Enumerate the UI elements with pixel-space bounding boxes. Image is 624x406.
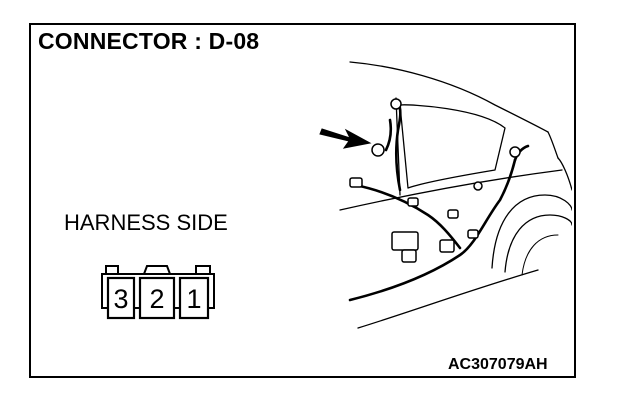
- pin-cell-3: [106, 276, 136, 320]
- connector-upper: [390, 98, 402, 110]
- connector-latch-right: [195, 265, 211, 274]
- rear-pillar-line: [547, 131, 559, 159]
- wiring-harness: [348, 100, 530, 302]
- connector-left: [349, 177, 363, 188]
- wheel-inner: [521, 234, 559, 276]
- connector-center: [447, 209, 459, 219]
- pin-number-2: 2: [149, 284, 164, 314]
- connector-rear: [509, 146, 521, 158]
- harness-main-run: [348, 158, 517, 302]
- connector-face-diagram: 3 2 1: [101, 265, 215, 320]
- lower-sill-line: [357, 269, 539, 329]
- pin-number-3: 3: [113, 284, 128, 314]
- connector-right: [467, 229, 479, 239]
- wheel-arch: [491, 194, 572, 269]
- connector-d08: [371, 143, 385, 157]
- connector-lower: [439, 239, 455, 253]
- pin-cell-1: [178, 276, 210, 320]
- vehicle-location-illustration: [319, 61, 572, 329]
- pin-number-1: 1: [186, 284, 201, 314]
- wheel-outer: [504, 214, 572, 273]
- body-shoulder-line: [339, 169, 563, 211]
- rear-window: [399, 104, 506, 189]
- connector-latch-left: [105, 265, 119, 274]
- connector-grommet: [473, 181, 483, 191]
- harness-connectors: [349, 98, 521, 263]
- harness-side-label: HARNESS SIDE: [64, 210, 228, 235]
- harness-short-branch: [384, 118, 393, 152]
- rear-bumper: [557, 157, 572, 191]
- connector-title: CONNECTOR : D-08: [38, 28, 260, 54]
- connector-latch-center: [143, 265, 171, 275]
- junction-plug: [401, 249, 417, 263]
- figure-code: AC307079AH: [448, 356, 548, 373]
- location-arrow-icon: [319, 128, 372, 149]
- roof-line: [349, 61, 549, 133]
- connector-mid: [407, 197, 419, 207]
- junction-block: [391, 231, 419, 251]
- harness-pillar-branch: [394, 100, 402, 192]
- pin-cell-2: [138, 276, 176, 320]
- harness-door-branch: [353, 183, 462, 250]
